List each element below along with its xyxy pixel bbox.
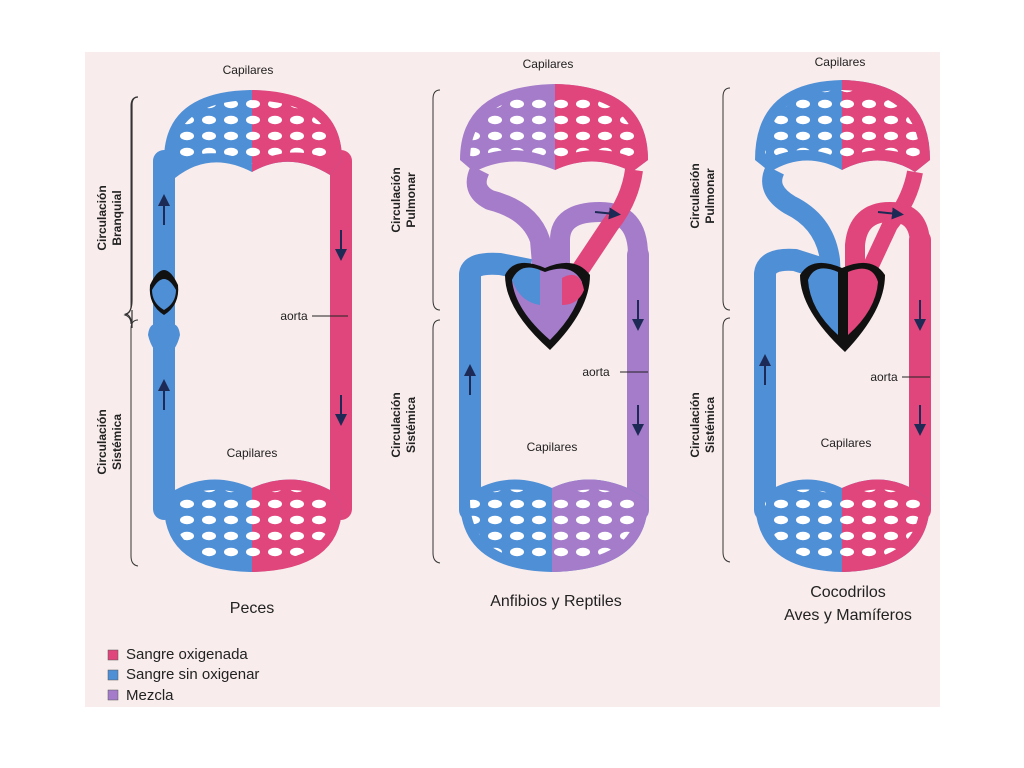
mammal-lower-circulation-label-1: Circulación [688, 392, 702, 457]
fish-lower-circulation-label-2: Sistémica [110, 414, 124, 470]
amphibian-upper-circulation-label-2: Pulmonar [404, 172, 418, 228]
amphibian-upper-circulation-label-1: Circulación [389, 167, 403, 232]
mammal-caption-line-1: Cocodrilos [810, 584, 886, 601]
legend: Sangre oxigenada Sangre sin oxigenar Mez… [107, 646, 259, 704]
mammal-bottom-capillaries-label: Capilares [821, 436, 872, 450]
diagram-fish [123, 90, 352, 572]
fish-lower-circulation-label-1: Circulación [95, 409, 109, 474]
fish-top-capillaries-label: Capilares [223, 63, 274, 77]
legend-label-oxygenated: Sangre oxigenada [126, 646, 248, 663]
mammal-caption-line-2: Aves y Mamíferos [784, 607, 912, 624]
amphibian-caption: Anfibios y Reptiles [490, 593, 622, 610]
legend-label-mixed: Mezcla [126, 687, 174, 704]
fish-caption: Peces [230, 600, 274, 617]
legend-swatch-oxygenated [107, 649, 119, 661]
fish-bottom-capillaries-label: Capilares [227, 446, 278, 460]
amphibian-aorta-label: aorta [582, 365, 610, 379]
mammal-upper-circulation-label-2: Pulmonar [703, 168, 717, 224]
amphibian-lower-circulation-label-1: Circulación [389, 392, 403, 457]
fish-upper-circulation-label-1: Circulación [95, 185, 109, 250]
amphibian-top-capillaries-label: Capilares [523, 57, 574, 71]
legend-swatch-mixed [107, 689, 119, 701]
diagram-amphibian [432, 84, 649, 572]
legend-label-deoxygenated: Sangre sin oxigenar [126, 666, 259, 683]
diagram-mammal [722, 80, 931, 572]
mammal-aorta-label: aorta [870, 370, 898, 384]
amphibian-bottom-capillaries-label: Capilares [527, 440, 578, 454]
mammal-lower-circulation-label-2: Sistémica [703, 397, 717, 453]
mammal-top-capillaries-label: Capilares [815, 55, 866, 69]
mammal-upper-circulation-label-1: Circulación [688, 163, 702, 228]
legend-swatch-deoxygenated [107, 669, 119, 681]
amphibian-lower-circulation-label-2: Sistémica [404, 397, 418, 453]
fish-upper-circulation-label-2: Branquial [110, 190, 124, 245]
fish-aorta-label: aorta [280, 309, 308, 323]
